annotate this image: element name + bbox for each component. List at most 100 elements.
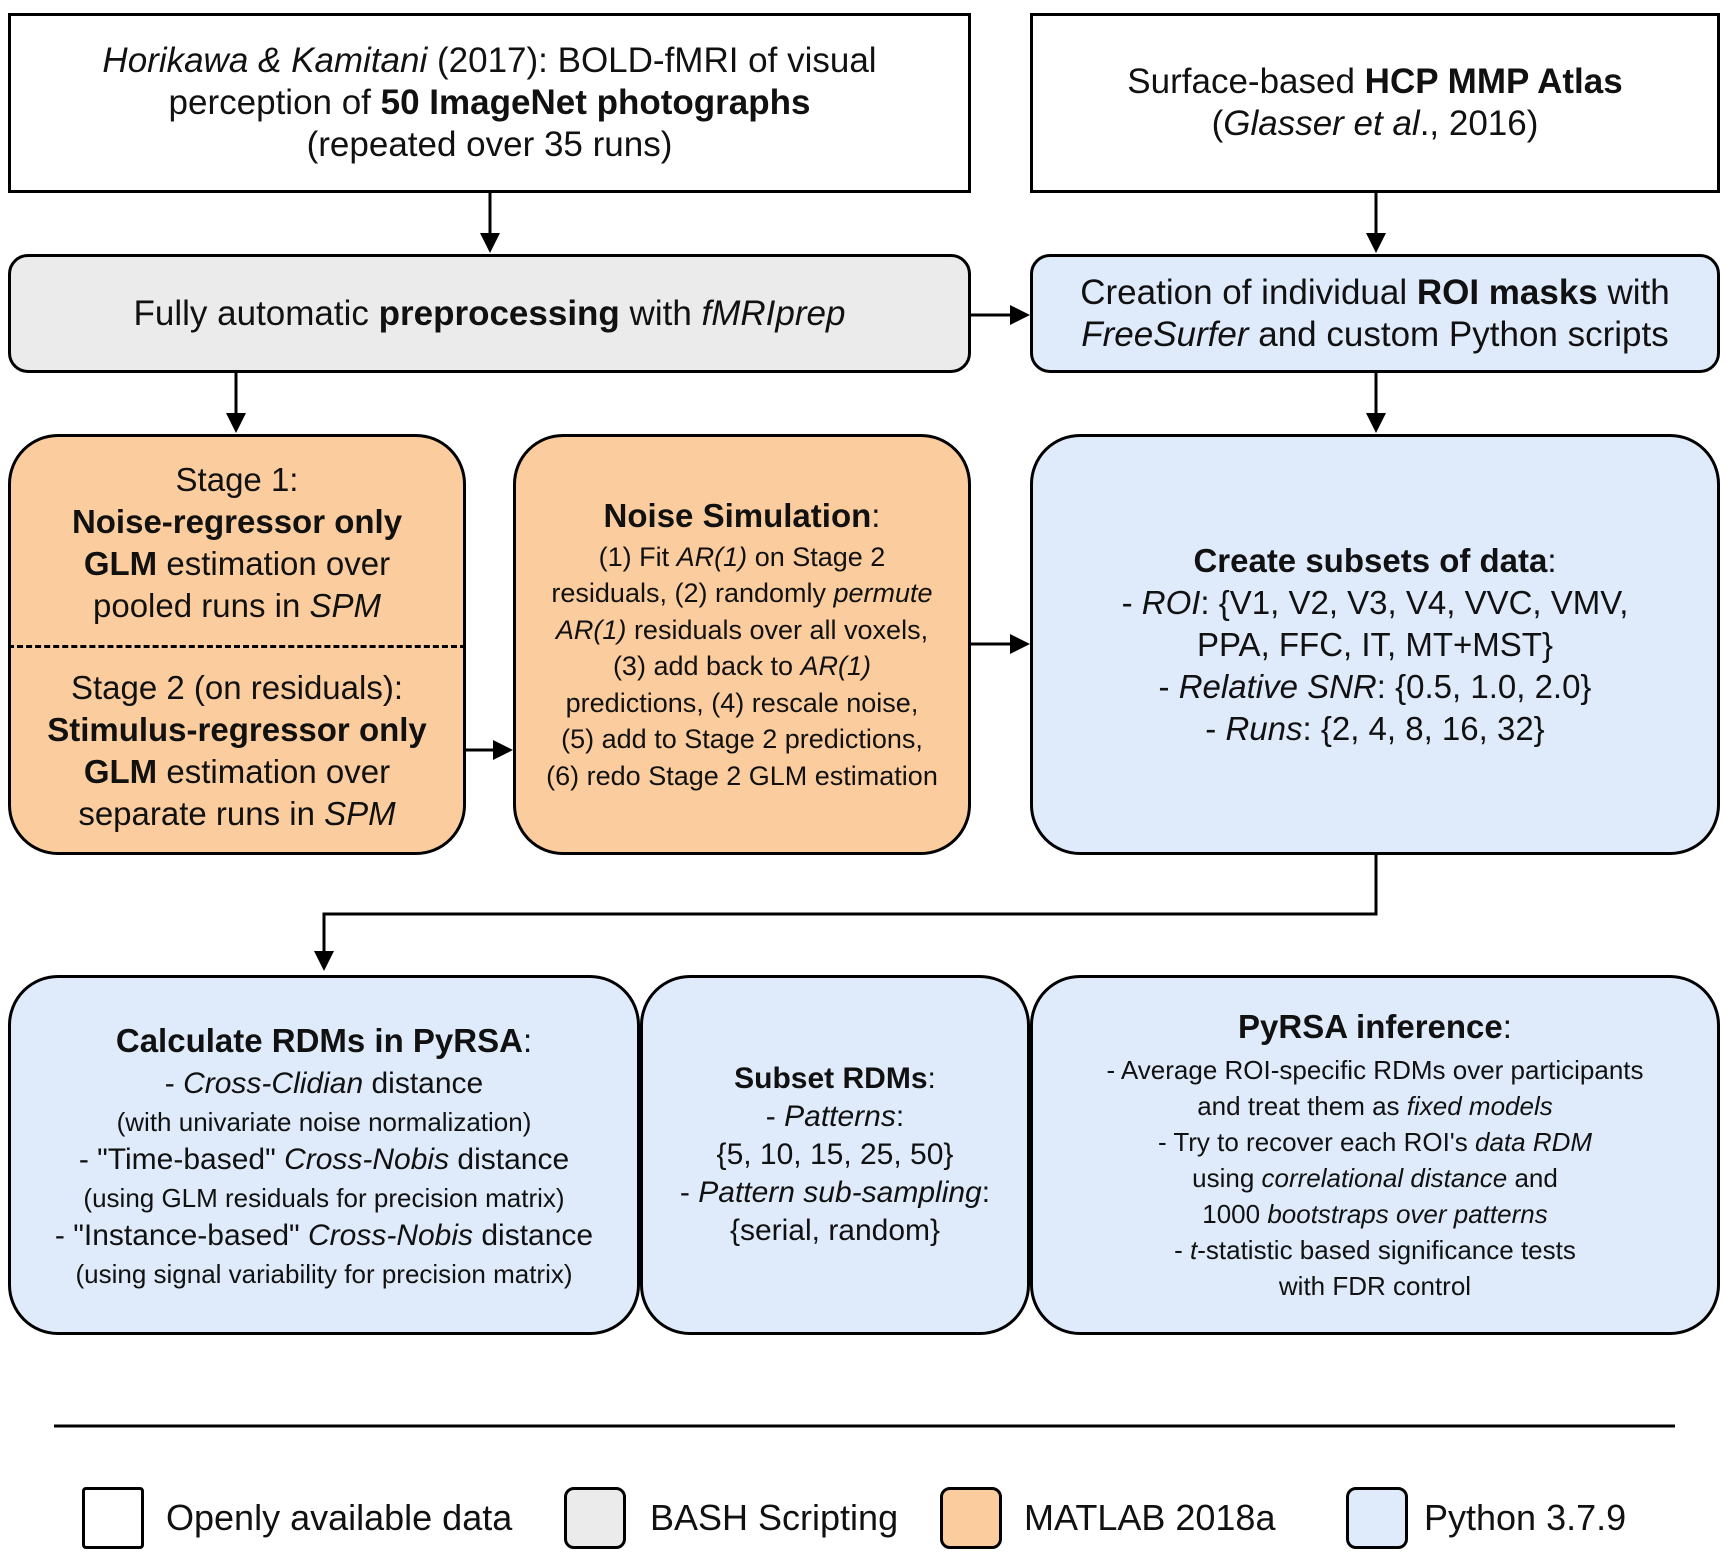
text-line: and treat them as fixed models [1106,1088,1643,1124]
text-line: residuals, (2) randomly permute [546,575,938,612]
text-segment: Creation of individual [1080,272,1417,312]
calculate-rdms-box: Calculate RDMs in PyRSA:- Cross-Clidian … [8,975,640,1335]
text-segment: estimation over [157,753,391,790]
text-segment: : [927,1062,936,1095]
preprocessing-box: Fully automatic preprocessing with fMRIp… [8,254,971,373]
text-line: - "Time-based" Cross-Nobis distance [79,1140,569,1180]
text-segment: predictions, (4) rescale noise, [565,687,919,718]
text-segment: t [1190,1235,1198,1265]
text-segment: PyRSA inference [1238,1008,1503,1045]
text-segment: data RDM [1475,1127,1593,1157]
text-segment: AR(1) [555,614,627,645]
text-segment: (using GLM residuals for precision matri… [83,1183,565,1213]
arrowhead [480,233,500,253]
text-segment: with [619,293,702,333]
text-line: Stage 2 (on residuals): [11,667,463,709]
text-segment: Surface-based [1127,62,1365,101]
arrowhead [314,951,334,971]
text-line: - Relative SNR: {0.5, 1.0, 2.0} [1159,666,1592,708]
text-segment: GLM [83,545,158,582]
legend-swatch-matlab [940,1487,1002,1549]
text-line: - ROI: {V1, V2, V3, V4, VVC, VMV, [1122,582,1629,624]
text-line: (Glasser et al., 2016) [1212,103,1539,145]
text-segment: (1) Fit [598,541,677,572]
text-line: (with univariate noise normalization) [117,1104,532,1140]
text-line: GLM estimation over [11,751,463,793]
text-line: Creation of individual ROI masks with [1080,272,1670,314]
text-segment: ROI [1141,583,1201,621]
text-segment: - "Time-based" [78,1143,285,1176]
text-segment: : [1547,541,1557,579]
arrowhead [1366,413,1386,433]
text-segment: PPA, FFC, IT, MT+MST} [1196,625,1553,663]
text-segment: ., 2016) [1419,104,1539,143]
text-segment: - [1205,709,1226,747]
text-segment: Horikawa & Kamitani [102,41,428,80]
text-segment: with FDR control [1278,1271,1472,1301]
text-segment: residuals, (2) randomly [551,578,834,609]
text-segment: GLM [83,753,158,790]
legend-label-open-data: Openly available data [166,1497,513,1538]
text-segment: estimation over [157,545,391,582]
text-line: {serial, random} [730,1212,940,1250]
text-segment: Stimulus-regressor only [47,711,427,748]
arrowhead [1010,634,1030,654]
text-segment: : [871,496,881,534]
legend-swatch-bash [564,1487,626,1549]
text-line: (using GLM residuals for precision matri… [83,1180,564,1216]
legend-swatch-open-data [82,1487,144,1549]
text-segment: : {V1, V2, V3, V4, VVC, VMV, [1200,583,1629,621]
text-segment: (5) add to Stage 2 predictions, [561,724,923,755]
text-segment: separate runs in [78,795,325,832]
text-segment: SPM [309,587,381,624]
text-segment: and treat them as [1197,1091,1407,1121]
text-line: pooled runs in SPM [11,585,463,627]
text-segment: Cross-Nobis [284,1143,450,1176]
arrowhead [226,413,246,433]
text-segment: {serial, random} [729,1214,941,1247]
text-line: using correlational distance and [1106,1160,1643,1196]
text-segment: AR(1) [800,651,872,682]
arrowhead [493,740,513,760]
data-source-box: Horikawa & Kamitani (2017): BOLD-fMRI of… [8,13,971,193]
text-segment: with [1597,272,1670,312]
noise-simulation-box: Noise Simulation: (1) Fit AR(1) on Stage… [513,434,971,855]
legend-label-python: Python 3.7.9 [1424,1497,1627,1538]
text-segment: Noise Simulation [603,496,872,534]
text-segment: Stage 2 (on residuals): [70,669,403,706]
noise-simulation-title: Noise Simulation: [604,495,881,537]
text-line: AR(1) residuals over all voxels, [546,612,938,649]
text-line: with FDR control [1106,1268,1643,1304]
text-line: 1000 bootstraps over patterns [1106,1196,1643,1232]
text-line: (5) add to Stage 2 predictions, [546,721,938,758]
text-line: predictions, (4) rescale noise, [546,685,938,722]
text-segment: : {2, 4, 8, 16, 32} [1302,709,1545,747]
text-segment: (repeated over 35 runs) [306,125,673,164]
text-segment: distance [449,1143,570,1176]
text-line: (1) Fit AR(1) on Stage 2 [546,539,938,576]
text-line: - Try to recover each ROI's data RDM [1106,1124,1643,1160]
text-segment: - Try to recover each ROI's [1157,1127,1475,1157]
text-segment: -statistic based significance tests [1197,1235,1576,1265]
text-line: GLM estimation over [11,543,463,585]
stage2-text: Stage 2 (on residuals): Stimulus-regresso… [11,667,463,835]
text-line: Calculate RDMs in PyRSA: [116,1018,532,1064]
text-segment: 50 ImageNet photographs [380,83,811,122]
legend-label-matlab: MATLAB 2018a [1024,1497,1276,1538]
text-line: Surface-based HCP MMP Atlas [1127,61,1622,103]
text-line: - Runs: {2, 4, 8, 16, 32} [1205,708,1544,750]
text-line: perception of 50 ImageNet photographs [169,82,811,124]
text-segment: Calculate RDMs in PyRSA [115,1022,523,1059]
text-line: Fully automatic preprocessing with fMRIp… [134,293,846,335]
text-line: - Pattern sub-sampling: [680,1174,990,1212]
text-line: (using signal variability for precision … [75,1256,572,1292]
text-segment: Subset RDMs [734,1062,928,1095]
text-segment: ROI masks [1416,272,1598,312]
text-segment: preprocessing [378,293,620,333]
text-segment: Fully automatic [133,293,379,333]
create-subsets-box: Create subsets of data:- ROI: {V1, V2, V… [1030,434,1720,855]
text-line: (repeated over 35 runs) [307,124,673,166]
